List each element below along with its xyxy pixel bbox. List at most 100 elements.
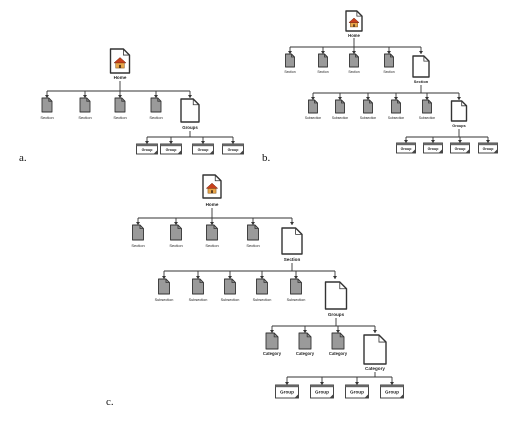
arrowhead bbox=[373, 330, 377, 333]
category-node-icon bbox=[363, 334, 387, 365]
group-label: Group bbox=[401, 147, 413, 151]
subsection-page-icon bbox=[308, 99, 318, 114]
home-label: Home bbox=[206, 202, 219, 207]
home-label: Home bbox=[114, 75, 127, 80]
category-page-icon bbox=[265, 332, 279, 350]
arrowhead bbox=[145, 141, 149, 144]
section-label: Section bbox=[113, 115, 126, 120]
group-box: Group bbox=[310, 384, 334, 399]
arrowhead bbox=[228, 276, 232, 279]
category-page-icon bbox=[298, 332, 312, 350]
group-label: Group bbox=[198, 148, 210, 152]
arrowhead bbox=[188, 95, 192, 98]
subsection-label: Subsection bbox=[287, 298, 306, 302]
group-label: Group bbox=[455, 147, 467, 151]
section-node-label: Section bbox=[414, 79, 429, 84]
arrowhead bbox=[355, 382, 359, 385]
subsection-page-icon bbox=[422, 99, 432, 114]
arrowhead bbox=[162, 276, 166, 279]
group-box: Group bbox=[423, 142, 443, 154]
group-label: Group bbox=[166, 148, 178, 152]
group-box: Group bbox=[345, 384, 369, 399]
group-label: Group bbox=[315, 390, 329, 395]
subsection-label: Subsection bbox=[388, 116, 404, 120]
arrowhead bbox=[169, 141, 173, 144]
group-box: Group bbox=[396, 142, 416, 154]
subsection-label: Subsection bbox=[189, 298, 208, 302]
arrowhead bbox=[486, 140, 490, 143]
arrowhead bbox=[210, 222, 214, 225]
home-page-icon bbox=[345, 10, 363, 32]
arrowhead bbox=[231, 141, 235, 144]
category-node-label: Category bbox=[365, 366, 385, 371]
group-box: Group bbox=[136, 143, 158, 155]
arrowhead bbox=[294, 276, 298, 279]
category-label: Category bbox=[296, 351, 315, 356]
home-page-icon bbox=[109, 48, 131, 74]
section-label: Section bbox=[205, 243, 218, 248]
arrowhead bbox=[366, 97, 370, 100]
section-label: Section bbox=[383, 70, 394, 74]
group-label: Group bbox=[428, 147, 440, 151]
group-label: Group bbox=[142, 148, 154, 152]
section-label: Section bbox=[246, 243, 259, 248]
groups-label: Groups bbox=[182, 125, 198, 130]
arrowhead bbox=[174, 222, 178, 225]
section-node-label: Section bbox=[284, 257, 301, 262]
category-label: Category bbox=[263, 351, 282, 356]
subsection-page-icon bbox=[192, 278, 204, 295]
group-box: Group bbox=[160, 143, 182, 155]
subsection-label: Subsection bbox=[221, 298, 240, 302]
section-label: Section bbox=[284, 70, 295, 74]
arrowhead bbox=[387, 51, 391, 54]
subsection-label: Subsection bbox=[155, 298, 174, 302]
home-label: Home bbox=[348, 33, 360, 38]
subsection-page-icon bbox=[290, 278, 302, 295]
section-page-icon bbox=[349, 53, 359, 68]
arrowhead bbox=[404, 140, 408, 143]
arrowhead bbox=[336, 330, 340, 333]
section-label: Section bbox=[169, 243, 182, 248]
section-label: Section bbox=[131, 243, 144, 248]
arrowhead bbox=[425, 97, 429, 100]
arrowhead bbox=[394, 97, 398, 100]
subsection-page-icon bbox=[158, 278, 170, 295]
arrowhead bbox=[352, 51, 356, 54]
arrowhead bbox=[288, 51, 292, 54]
section-page-icon bbox=[114, 97, 126, 113]
group-box: Group bbox=[478, 142, 498, 154]
group-label: Group bbox=[280, 390, 294, 395]
arrowhead bbox=[285, 382, 289, 385]
arrowhead bbox=[419, 51, 423, 54]
section-page-icon bbox=[170, 224, 182, 241]
groups-label: Groups bbox=[452, 124, 466, 128]
arrowhead bbox=[201, 141, 205, 144]
arrowhead bbox=[270, 330, 274, 333]
section-node-icon bbox=[281, 227, 303, 255]
arrowhead bbox=[118, 95, 122, 98]
group-box: Group bbox=[380, 384, 404, 399]
arrowhead bbox=[251, 222, 255, 225]
section-page-icon bbox=[318, 53, 328, 68]
arrowhead bbox=[431, 140, 435, 143]
groups-page-icon bbox=[180, 98, 200, 123]
subsection-page-icon bbox=[391, 99, 401, 114]
arrowhead bbox=[136, 222, 140, 225]
arrowhead bbox=[45, 95, 49, 98]
subsection-page-icon bbox=[224, 278, 236, 295]
subsection-page-icon bbox=[335, 99, 345, 114]
section-page-icon bbox=[206, 224, 218, 241]
group-box: Group bbox=[275, 384, 299, 399]
section-page-icon bbox=[150, 97, 162, 113]
section-page-icon bbox=[247, 224, 259, 241]
panel-label: a. bbox=[19, 152, 27, 164]
panel-label: c. bbox=[106, 396, 114, 408]
groups-page-icon bbox=[324, 281, 348, 310]
subsection-label: Subsection bbox=[332, 116, 348, 120]
subsection-page-icon bbox=[363, 99, 373, 114]
section-label: Section bbox=[40, 115, 53, 120]
section-page-icon bbox=[285, 53, 295, 68]
group-box: Group bbox=[222, 143, 244, 155]
subsection-label: Subsection bbox=[360, 116, 376, 120]
